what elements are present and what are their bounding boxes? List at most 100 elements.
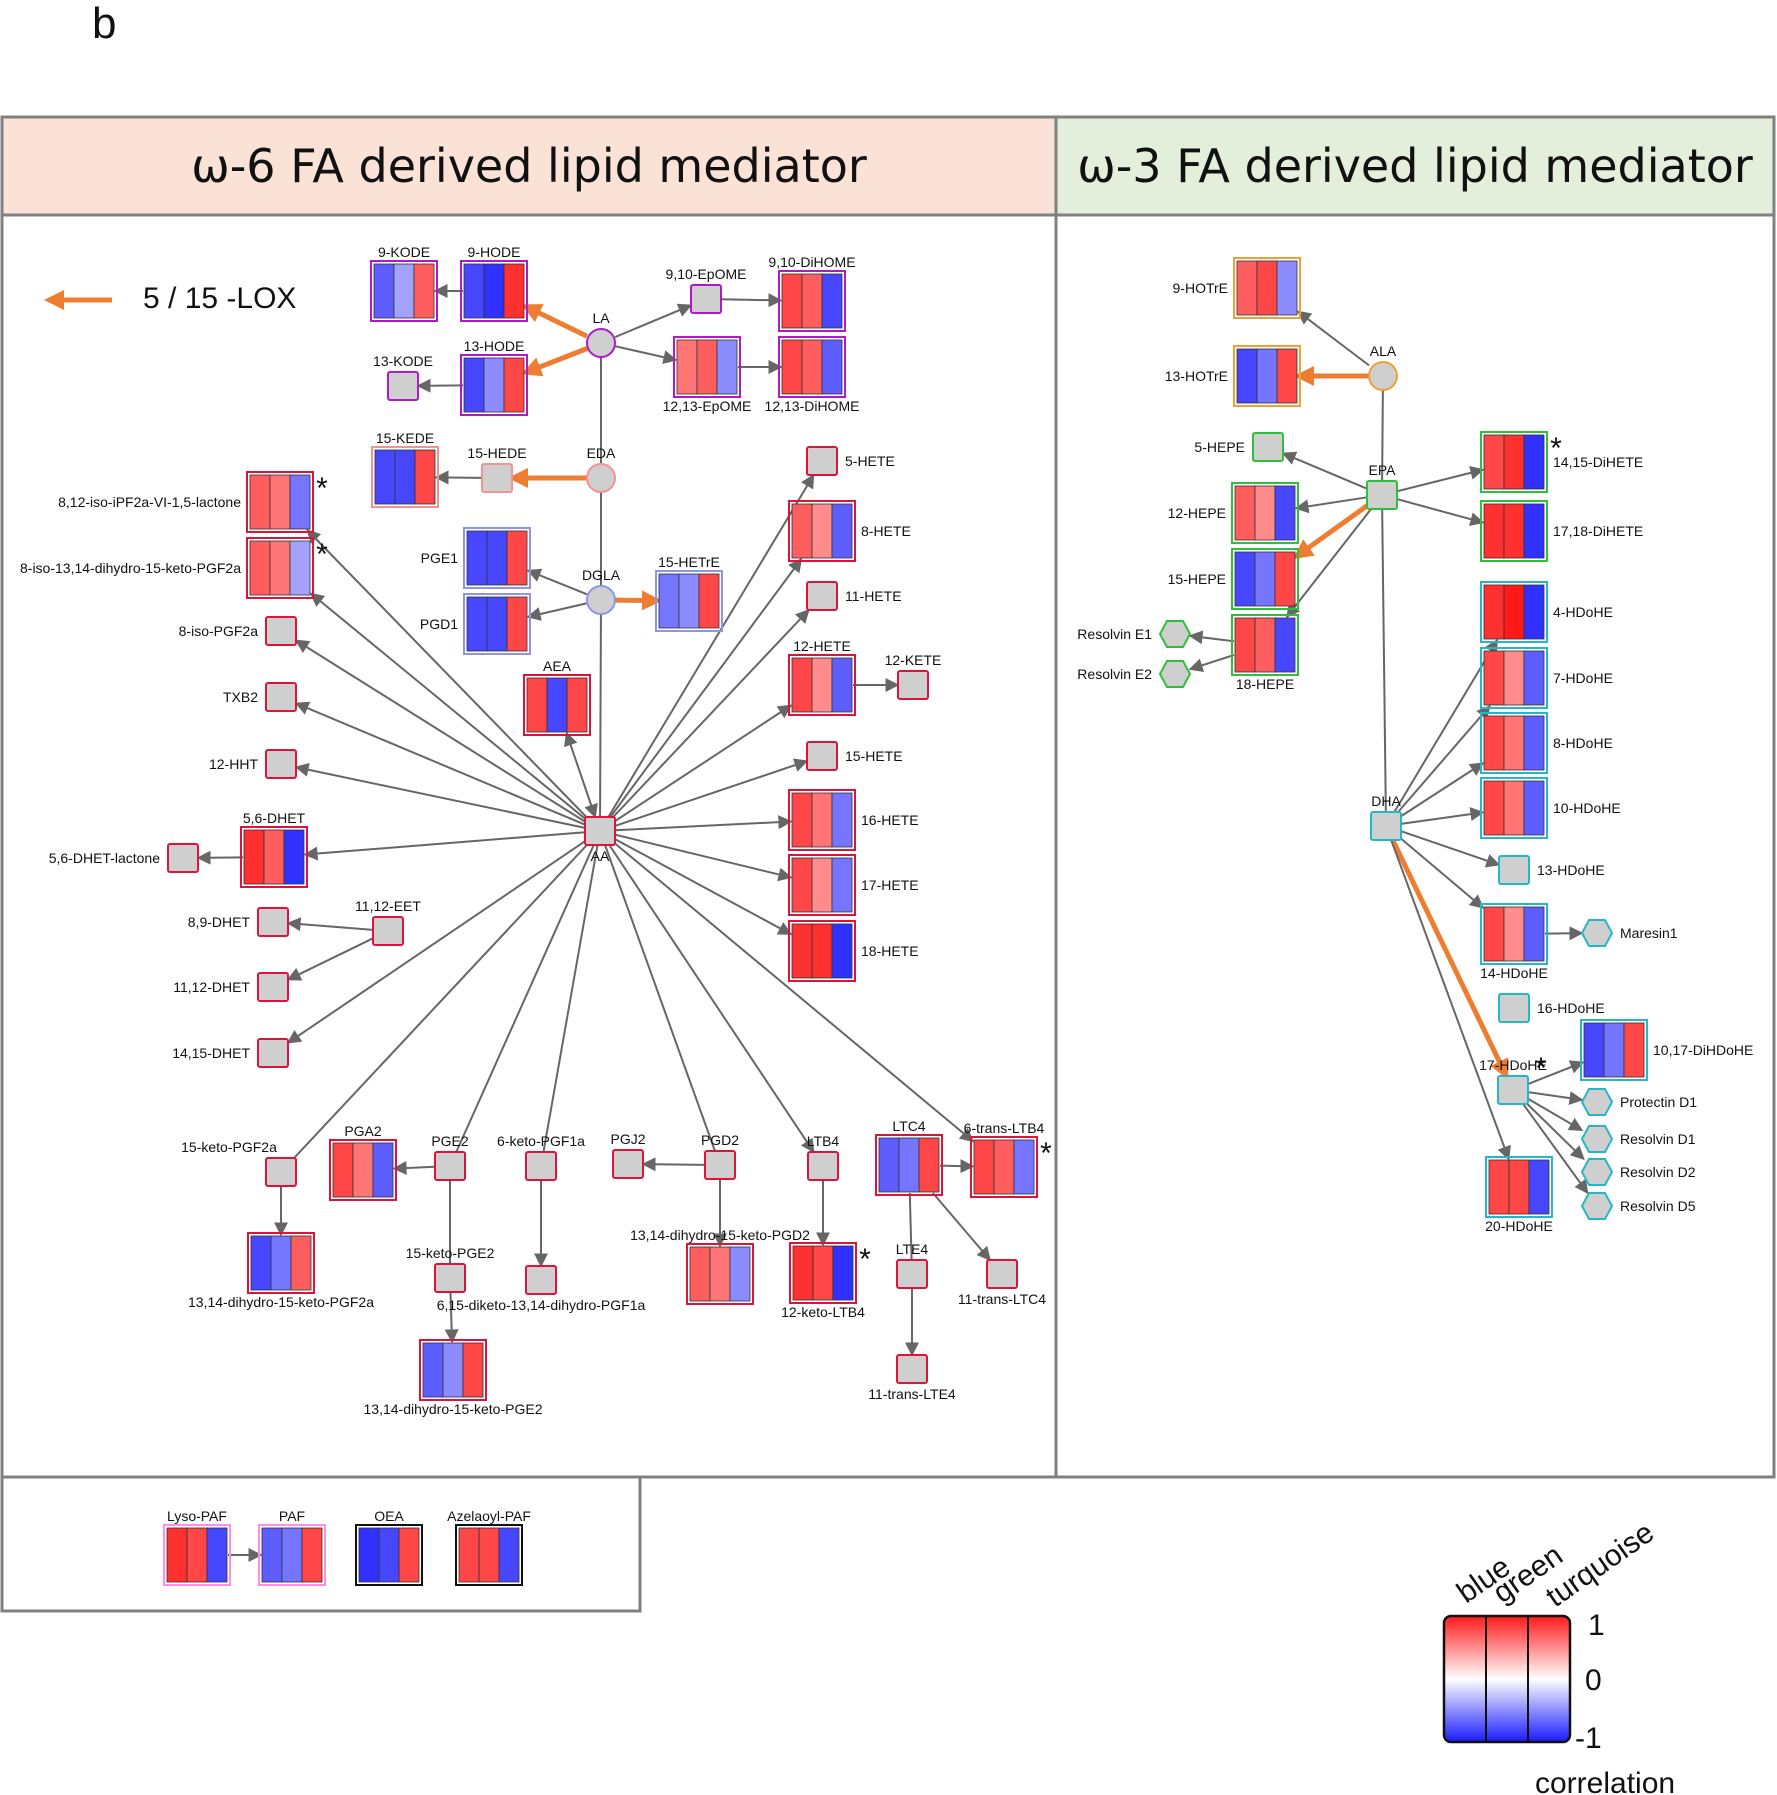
significance-asterisk: * [1550, 432, 1562, 465]
heatmap-cell [422, 1342, 444, 1398]
heatmap-border [655, 570, 723, 632]
edge-epome910-to-dihome910 [720, 293, 783, 308]
heatmap-cell [1503, 780, 1525, 836]
heatmap-cell [1503, 715, 1525, 771]
node-label-tltb4: 6-trans-LTB4 [964, 1120, 1045, 1136]
node-box [481, 463, 513, 493]
edge-ltc4-to-tltb4 [939, 1159, 975, 1174]
omega3-title: ω-3 FA derived lipid mediator [1077, 139, 1753, 193]
edge-hdohe17-to-rvd5 [1522, 1103, 1589, 1195]
heatmap-border [1480, 500, 1548, 562]
heatmap-cell [791, 923, 813, 979]
node-label-aea: AEA [543, 658, 572, 674]
heatmap-cell [821, 273, 843, 329]
node-label-txb2: TXB2 [223, 689, 258, 705]
node-label-kete12: 12-KETE [885, 652, 942, 668]
heatmap-cell [1523, 780, 1545, 836]
heatmap-border [788, 854, 856, 916]
heatmap-cell [281, 1527, 303, 1583]
node-label-kltb4: 12-keto-LTB4 [781, 1304, 865, 1320]
heatmap-cell [1523, 584, 1545, 640]
node-hdohe10: 10-HDoHE [1480, 777, 1621, 839]
heatmap-border [1231, 548, 1299, 610]
node-kpgf1a6: 6-keto-PGF1a [497, 1133, 585, 1181]
node-label-dihome910: 9,10-DiHOME [768, 254, 855, 270]
node-dhet1112: 11,12-DHET [173, 972, 289, 1002]
heatmap-border [1580, 1019, 1648, 1081]
node-hexagon [1580, 1158, 1614, 1186]
heatmap-border [778, 270, 846, 332]
heatmap-border [1480, 903, 1548, 965]
node-maresin1: Maresin1 [1580, 919, 1678, 947]
lox-legend: 5 / 15 -LOX [44, 282, 296, 315]
node-box [806, 581, 838, 611]
edge-aa-to-hete12 [614, 704, 793, 822]
node-dhet1415: 14,15-DHET [172, 1038, 289, 1068]
node-hepe15: 15-HEPE [1168, 548, 1299, 610]
edge-aa-to-pgd2 [604, 844, 716, 1152]
node-label-hode9: 9-HODE [468, 244, 521, 260]
node-box [1497, 1075, 1529, 1105]
node-label-hdohe17: 17-HDoHE [1479, 1057, 1547, 1073]
node-hepe18: 18-HEPE [1231, 614, 1299, 692]
edge-aa-to-hete15 [614, 758, 809, 827]
heatmap-border [355, 1524, 423, 1586]
heatmap-cell [283, 829, 305, 885]
heatmap-cell [463, 357, 485, 413]
node-circle [586, 463, 616, 493]
node-rvd1: Resolvin D1 [1580, 1125, 1696, 1153]
node-pgd2: PGD2 [701, 1132, 739, 1180]
node-label-isopgf2a-dh: 8-iso-13,14-dihydro-15-keto-PGF2a [20, 560, 241, 576]
edge-ltc4-to-tltc4 [932, 1192, 991, 1262]
heatmap-cell [993, 1139, 1015, 1195]
heatmap-border [1233, 345, 1301, 407]
heatmap-cell [373, 263, 395, 319]
heatmap-cell [269, 540, 291, 596]
heatmap-cell [250, 1235, 272, 1291]
node-kode13: 13-KODE [373, 353, 433, 401]
node-hete18: 18-HETE [788, 920, 919, 982]
edge-aa-to-hete8 [609, 557, 803, 818]
panel-letter: b [92, 0, 116, 48]
node-label-dhkpge2: 13,14-dihydro-15-keto-PGE2 [364, 1401, 543, 1417]
node-label-azpaf: Azelaoyl-PAF [447, 1508, 531, 1524]
node-dkpgf1a: 6,15-diketo-13,14-dihydro-PGF1a [437, 1265, 645, 1313]
node-pgd1: PGD1 [420, 593, 531, 655]
node-label-tlte4: 11-trans-LTE4 [868, 1386, 956, 1402]
node-dhkpgf2a: 13,14-dihydro-15-keto-PGF2a [188, 1232, 374, 1310]
heatmap-cell [676, 339, 698, 395]
node-label-hepe5: 5-HEPE [1194, 439, 1245, 455]
edge-hepe18-to-rve1 [1188, 630, 1235, 645]
node-label-ltc4: LTC4 [892, 1118, 925, 1134]
edge-epa-to-dihete1415 [1396, 466, 1485, 493]
node-box [372, 916, 404, 946]
node-label-pgd2: PGD2 [701, 1132, 739, 1148]
heatmap-cell [261, 1527, 283, 1583]
node-label-dihome1213: 12,13-DiHOME [765, 398, 860, 414]
heatmap-cell [1583, 1022, 1605, 1078]
heatmap-border [329, 1139, 397, 1201]
heatmap-cell [263, 829, 285, 885]
heatmap-cell [1528, 1159, 1550, 1215]
heatmap-cell [791, 857, 813, 913]
node-eet1112: 11,12-EET [355, 898, 421, 946]
heatmap-cell [792, 1245, 814, 1301]
edge-epa-to-hepe18 [1285, 508, 1372, 619]
heatmap-cell [1523, 715, 1545, 771]
node-rve1: Resolvin E1 [1077, 620, 1192, 648]
node-label-dihete1415: 14,15-DiHETE [1553, 454, 1643, 470]
node-hetre15: 15-HETrE [655, 554, 723, 632]
edge-aa-to-tltb4 [614, 842, 975, 1143]
heatmap-cell [1274, 617, 1296, 673]
node-kete12: 12-KETE [885, 652, 942, 700]
heatmap-cell [462, 1342, 484, 1398]
heatmap-cell [566, 677, 588, 733]
heatmap-border [1480, 431, 1548, 493]
heatmap-cell [506, 530, 528, 586]
node-box [257, 1038, 289, 1068]
edge-hdohe17-to-pd1 [1527, 1091, 1584, 1106]
node-label-ltb4: LTB4 [807, 1133, 840, 1149]
edge-eet1112-to-dhet89 [286, 917, 374, 932]
edge-aa-to-dhet1415 [286, 840, 586, 1044]
node-label-hetre15: 15-HETrE [658, 554, 720, 570]
